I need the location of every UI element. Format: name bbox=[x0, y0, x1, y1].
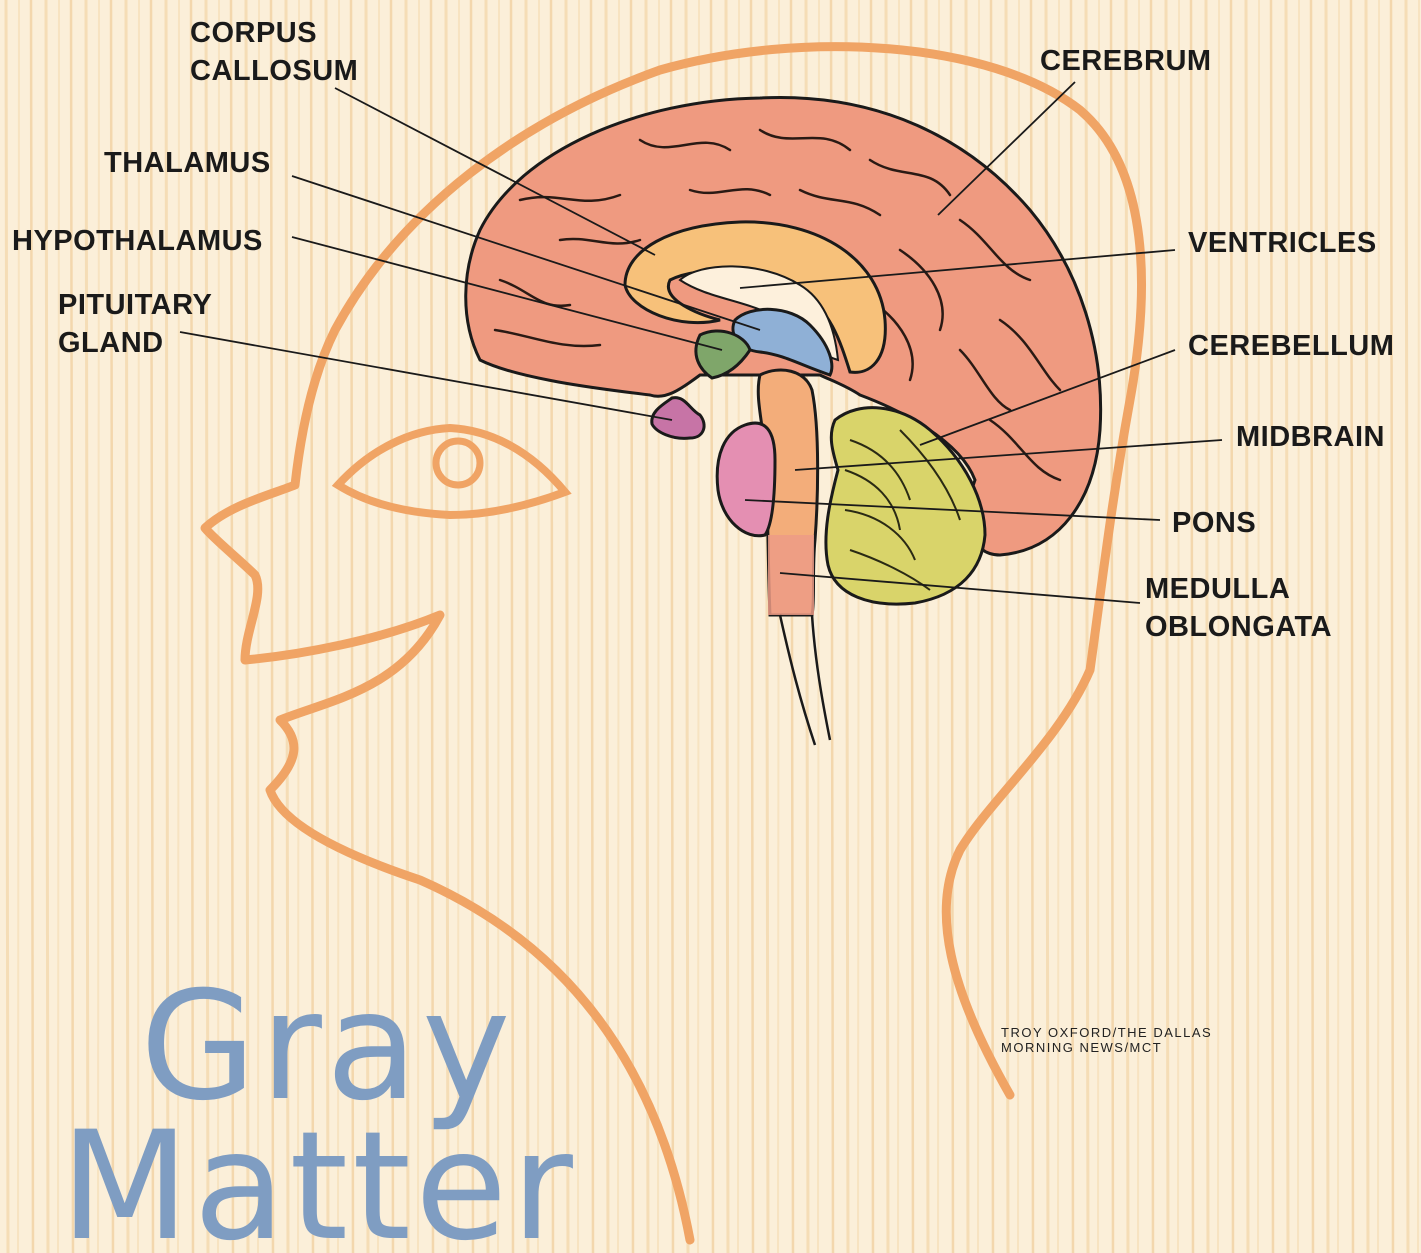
title-matter: Matter bbox=[60, 1100, 577, 1253]
label-cerebellum: CEREBELLUM bbox=[1188, 330, 1394, 362]
label-pons: PONS bbox=[1172, 507, 1256, 539]
label-hypothalamus: HYPOTHALAMUS bbox=[12, 225, 263, 257]
label-ventricles: VENTRICLES bbox=[1188, 227, 1377, 259]
label-midbrain: MIDBRAIN bbox=[1236, 421, 1385, 453]
label-cerebrum: CEREBRUM bbox=[1040, 45, 1212, 77]
label-thalamus: THALAMUS bbox=[104, 147, 271, 179]
